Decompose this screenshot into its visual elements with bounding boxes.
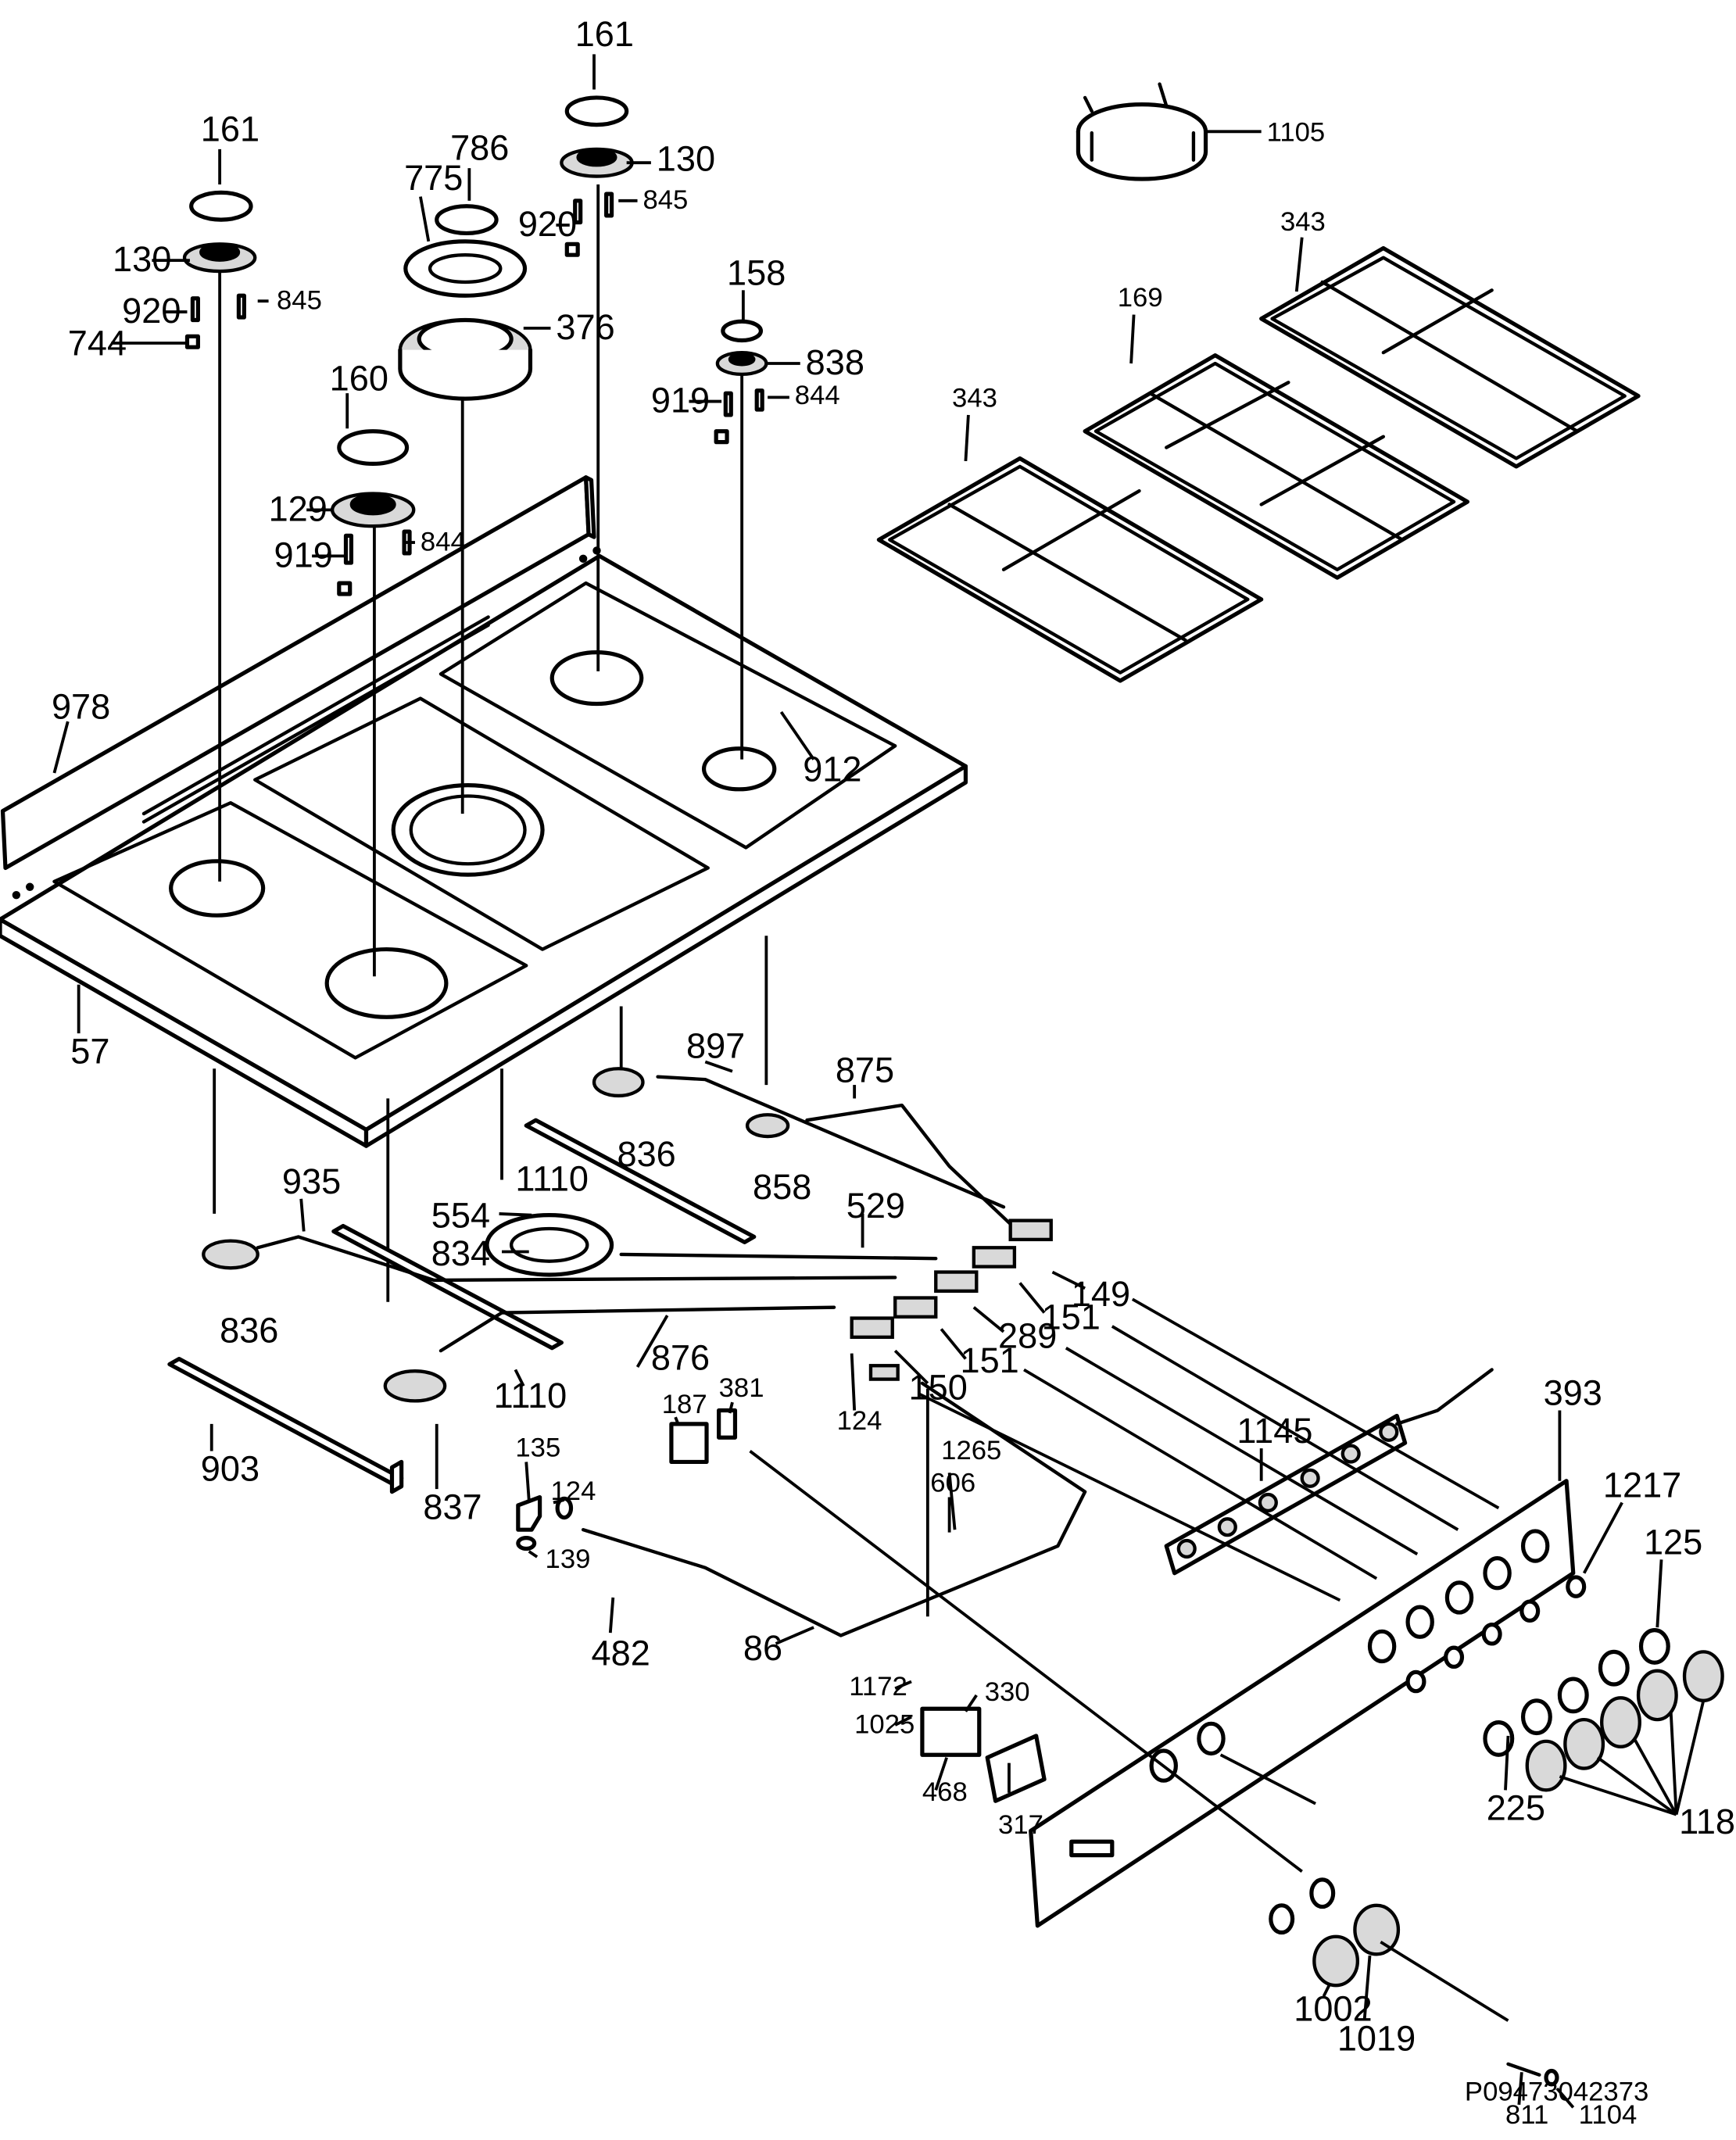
label-1025: 1025 — [854, 1709, 915, 1739]
label-1019: 1019 — [1337, 2018, 1416, 2058]
label-903: 903 — [201, 1449, 260, 1489]
burner-right-rear-130 — [560, 95, 634, 257]
wok-ring-1105 — [1076, 82, 1208, 181]
label-858: 858 — [753, 1167, 811, 1207]
label-139: 139 — [546, 1544, 591, 1574]
label-606: 606 — [930, 1469, 975, 1498]
label-225: 225 — [1487, 1788, 1545, 1828]
callout-labels: 161 130 920 845 744 161 130 920 845 786 … — [52, 14, 1735, 2130]
label-775: 775 — [404, 158, 463, 198]
label-161-right: 161 — [575, 14, 634, 54]
assembly-axis-lines — [77, 184, 768, 1302]
label-838: 838 — [806, 342, 864, 382]
label-135: 135 — [515, 1433, 560, 1463]
label-343-right: 343 — [1280, 207, 1326, 237]
gas-pipes — [256, 1075, 1087, 1637]
label-124-lower: 124 — [550, 1476, 596, 1506]
label-150: 150 — [909, 1368, 968, 1408]
label-919-left: 919 — [274, 535, 333, 574]
label-845-right: 845 — [642, 185, 688, 215]
label-836-top: 836 — [617, 1134, 676, 1174]
label-118: 118 — [1679, 1802, 1735, 1841]
label-920-left: 920 — [122, 291, 181, 331]
label-1110-bottom: 1110 — [494, 1376, 567, 1415]
label-1145: 1145 — [1237, 1411, 1312, 1451]
label-86: 86 — [743, 1628, 782, 1668]
label-468: 468 — [922, 1777, 968, 1807]
label-744: 744 — [68, 324, 127, 363]
label-57: 57 — [70, 1031, 109, 1071]
label-811: 811 — [1505, 2100, 1548, 2130]
backguard-strip-978 — [0, 475, 596, 871]
label-837: 837 — [423, 1487, 481, 1526]
label-149: 149 — [1072, 1274, 1130, 1314]
hob-top-57 — [0, 546, 968, 1148]
label-845-left: 845 — [277, 286, 322, 316]
ignition-switch-1145 — [1164, 1368, 1494, 1576]
label-786: 786 — [450, 128, 509, 168]
label-1002: 1002 — [1294, 1988, 1372, 2028]
label-130-left: 130 — [113, 239, 171, 279]
label-834: 834 — [431, 1233, 490, 1273]
label-844-right: 844 — [795, 381, 840, 410]
label-317: 317 — [998, 1810, 1043, 1840]
burner-left-front-129 — [330, 429, 416, 596]
label-920-right: 920 — [518, 204, 577, 244]
label-529: 529 — [847, 1186, 905, 1226]
control-panel-393 — [1029, 1479, 1576, 1928]
label-482: 482 — [592, 1634, 650, 1673]
label-1110-top: 1110 — [515, 1158, 589, 1198]
pan-support-169-center — [1083, 352, 1470, 580]
label-381: 381 — [719, 1373, 764, 1403]
label-130-right: 130 — [657, 139, 715, 179]
label-1217: 1217 — [1603, 1465, 1681, 1505]
label-1172: 1172 — [849, 1672, 907, 1702]
burner-wok-775-376 — [398, 204, 533, 401]
burner-cups-and-bars — [167, 1067, 790, 1494]
label-836-bottom: 836 — [220, 1311, 278, 1351]
label-978: 978 — [52, 687, 110, 727]
label-124: 124 — [837, 1406, 882, 1436]
label-161-left: 161 — [201, 109, 260, 149]
label-151-right: 151 — [1042, 1297, 1101, 1337]
label-169: 169 — [1118, 283, 1163, 313]
gas-valves — [850, 1219, 1053, 1381]
label-935: 935 — [282, 1161, 341, 1201]
label-289: 289 — [998, 1316, 1057, 1356]
electrical-components — [516, 1408, 1047, 1803]
label-330: 330 — [985, 1677, 1030, 1707]
label-1104: 1104 — [1579, 2100, 1638, 2130]
label-554: 554 — [431, 1195, 490, 1235]
label-151-left: 151 — [960, 1340, 1018, 1380]
label-187: 187 — [662, 1390, 707, 1419]
label-125: 125 — [1644, 1522, 1702, 1562]
control-knobs — [1269, 1575, 1724, 2087]
pan-support-343-left — [876, 456, 1264, 683]
pan-support-343-right — [1259, 245, 1641, 469]
label-376: 376 — [556, 307, 614, 347]
label-876: 876 — [651, 1337, 710, 1377]
label-1265: 1265 — [941, 1436, 1001, 1465]
callout-leaders — [52, 54, 1706, 2109]
label-343-left: 343 — [952, 384, 997, 413]
panel-guide-lines — [749, 1297, 1509, 2022]
label-919-right: 919 — [651, 380, 710, 420]
label-844-left: 844 — [421, 527, 466, 556]
label-875: 875 — [836, 1050, 894, 1090]
label-393: 393 — [1544, 1373, 1602, 1413]
document-reference: P09473042373 — [1465, 2077, 1648, 2107]
burner-left-rear-130 — [182, 190, 257, 349]
label-158: 158 — [727, 252, 786, 292]
burner-right-front-838 — [714, 319, 768, 445]
label-897: 897 — [686, 1025, 745, 1065]
label-129: 129 — [269, 488, 328, 528]
label-912: 912 — [803, 749, 861, 789]
label-160: 160 — [330, 359, 388, 399]
label-1105: 1105 — [1267, 117, 1326, 147]
